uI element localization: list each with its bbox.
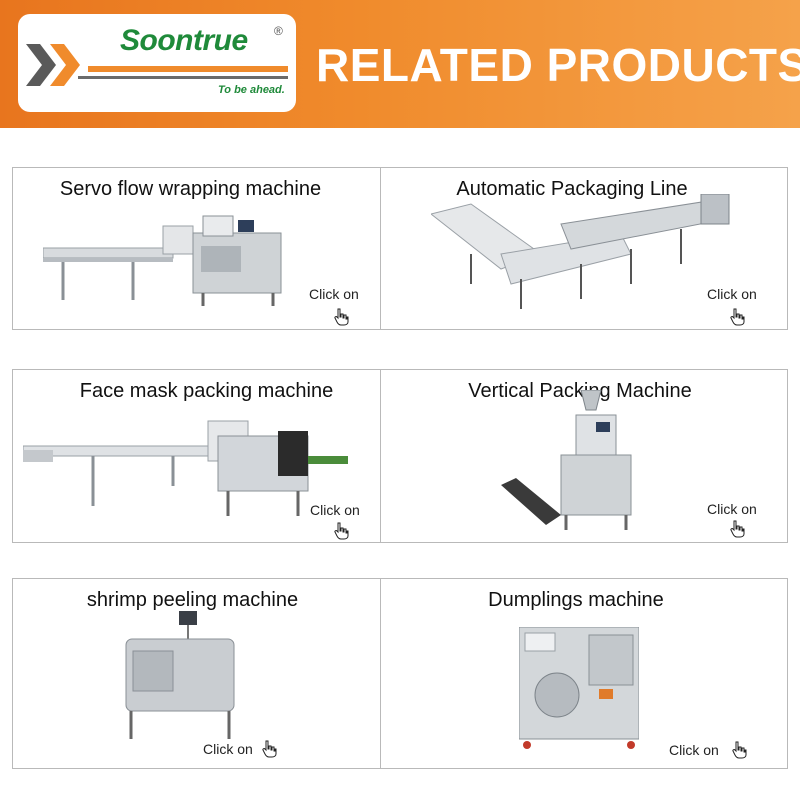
header-banner: Soontrue ® To be ahead. RELATED PRODUCTS xyxy=(0,0,800,128)
hand-pointer-icon xyxy=(730,520,745,538)
brand-logo[interactable]: Soontrue ® To be ahead. xyxy=(18,14,296,112)
click-on-label[interactable]: Click on xyxy=(669,742,719,758)
product-card-automatic-packaging-line[interactable]: Automatic Packaging Line Click on xyxy=(381,168,787,329)
product-title: Face mask packing machine xyxy=(79,380,334,402)
brand-name: Soontrue xyxy=(120,24,248,57)
hand-pointer-icon xyxy=(334,522,349,540)
click-on-label[interactable]: Click on xyxy=(203,741,253,757)
click-on-label[interactable]: Click on xyxy=(309,286,359,302)
product-row: Servo flow wrapping machine Click on Aut… xyxy=(12,167,788,330)
face-mask-packer-image xyxy=(23,420,348,516)
dumplings-machine-image xyxy=(519,627,639,749)
logo-grey-line xyxy=(78,76,288,79)
click-on-label[interactable]: Click on xyxy=(707,286,757,302)
product-card-face-mask-packing[interactable]: Face mask packing machine Click on xyxy=(13,370,381,542)
hand-pointer-icon xyxy=(334,308,349,326)
logo-orange-line xyxy=(88,66,288,72)
product-row: shrimp peeling machine Click on Dumpling… xyxy=(12,578,788,769)
hand-pointer-icon xyxy=(262,740,277,758)
product-card-vertical-packing[interactable]: Vertical Packing Machine Click on xyxy=(381,370,787,542)
shrimp-peeler-image xyxy=(125,611,235,739)
servo-flow-wrapper-image xyxy=(43,215,282,306)
registered-mark: ® xyxy=(274,24,283,38)
packaging-line-image xyxy=(431,194,730,309)
click-on-label[interactable]: Click on xyxy=(707,501,757,517)
product-card-dumplings[interactable]: Dumplings machine Click on xyxy=(381,579,787,768)
product-card-servo-flow-wrapping[interactable]: Servo flow wrapping machine Click on xyxy=(13,168,381,329)
product-title: Servo flow wrapping machine xyxy=(59,178,322,200)
click-on-label[interactable]: Click on xyxy=(310,502,360,518)
product-title: Vertical Packing Machine xyxy=(468,380,692,402)
product-card-shrimp-peeling[interactable]: shrimp peeling machine Click on xyxy=(13,579,381,768)
product-title: Automatic Packaging Line xyxy=(456,178,688,200)
product-title: shrimp peeling machine xyxy=(86,589,299,611)
hand-pointer-icon xyxy=(730,308,745,326)
chevron-arrows-icon xyxy=(26,44,80,86)
brand-tagline: To be ahead. xyxy=(218,84,285,96)
page-title: RELATED PRODUCTS xyxy=(316,39,800,91)
hand-pointer-icon xyxy=(732,741,747,759)
vertical-packer-image xyxy=(501,390,632,530)
product-row: Face mask packing machine Click on Verti… xyxy=(12,369,788,543)
product-title: Dumplings machine xyxy=(488,589,664,611)
